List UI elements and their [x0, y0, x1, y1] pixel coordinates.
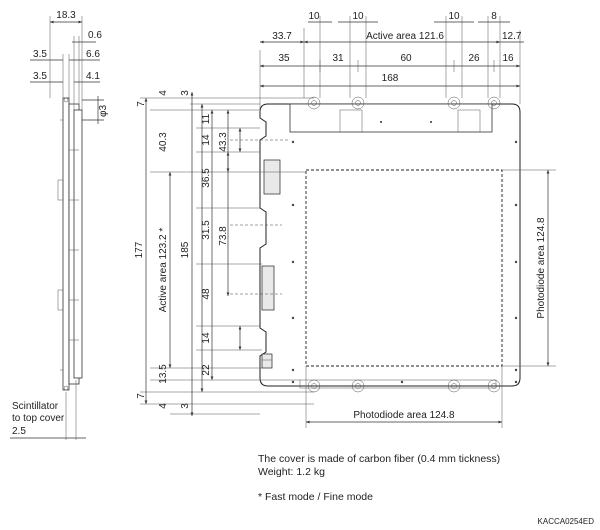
- dim-hole-pitch-10b: 10: [352, 11, 364, 22]
- dim-60: 60: [400, 53, 412, 64]
- side-dimension-lines: [10, 20, 104, 439]
- dim-hole-diameter: φ3: [98, 105, 109, 117]
- dim-18-3: 18.3: [56, 10, 76, 21]
- dim-3-bottom: 3: [180, 403, 191, 409]
- dim-31: 31: [332, 53, 344, 64]
- dim-active-area-width: Active area 121.6: [366, 31, 444, 42]
- scintillator-note-line1: Scintillator: [12, 401, 59, 412]
- dim-26: 26: [468, 53, 480, 64]
- dim-14-upper: 14: [201, 134, 212, 146]
- scintillator-note-line2: to top cover: [12, 413, 65, 424]
- scintillator-note-value: 2.5: [12, 426, 26, 437]
- dim-4-1: 4.1: [86, 71, 100, 82]
- dim-photodiode-height: Photodiode area 124.8: [536, 217, 547, 319]
- dim-6-6: 6.6: [86, 49, 100, 60]
- note-cover-material: The cover is made of carbon fiber (0.4 m…: [258, 453, 500, 465]
- dim-13-5: 13.5: [158, 364, 169, 384]
- dim-33-7: 33.7: [272, 31, 292, 42]
- dim-31-5: 31.5: [201, 220, 212, 240]
- dim-12-7: 12.7: [502, 31, 522, 42]
- dim-168: 168: [382, 73, 399, 84]
- dim-hole-pitch-10a: 10: [308, 11, 320, 22]
- dim-43-3: 43.3: [218, 132, 229, 152]
- side-view: [49, 16, 83, 440]
- dim-35: 35: [278, 53, 290, 64]
- dim-7-bottom: 7: [136, 393, 147, 399]
- dim-40-3: 40.3: [158, 132, 169, 152]
- dim-73-8: 73.8: [218, 226, 229, 246]
- dim-photodiode-width: Photodiode area 124.8: [353, 410, 455, 421]
- note-fast-fine-mode: * Fast mode / Fine mode: [258, 491, 373, 503]
- dim-48: 48: [201, 288, 212, 300]
- dim-3-5-lower: 3.5: [33, 71, 47, 82]
- dim-11: 11: [201, 113, 212, 124]
- dim-185: 185: [180, 241, 191, 258]
- dim-3-top: 3: [180, 90, 191, 96]
- drawing-code: KACCA0254ED: [538, 517, 595, 526]
- dim-active-area-height: Active area 123.2 *: [158, 228, 169, 313]
- front-dimension-lines: [144, 21, 550, 424]
- dim-16: 16: [502, 53, 514, 64]
- dim-14-lower: 14: [201, 332, 212, 344]
- front-extension-lines: [140, 16, 556, 428]
- note-weight: Weight: 1.2 kg: [258, 466, 325, 478]
- dim-7-top: 7: [136, 101, 147, 107]
- dim-0-6: 0.6: [88, 30, 102, 41]
- dim-177: 177: [134, 241, 145, 258]
- dim-hole-pitch-8: 8: [491, 11, 497, 22]
- dim-36-5: 36.5: [201, 168, 212, 188]
- dim-hole-pitch-10c: 10: [448, 11, 460, 22]
- dim-3-5-upper: 3.5: [33, 49, 47, 60]
- dim-4-top: 4: [158, 90, 169, 96]
- dim-22: 22: [201, 364, 212, 376]
- dim-4-bottom: 4: [158, 403, 169, 409]
- front-view: [230, 96, 521, 393]
